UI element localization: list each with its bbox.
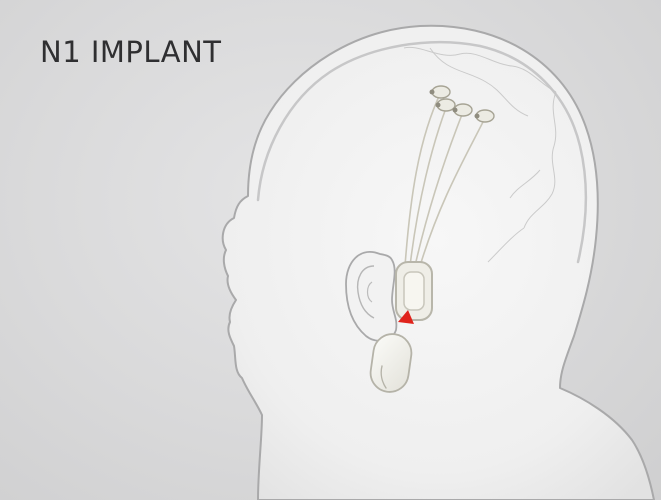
brain-outline: [256, 40, 588, 264]
electrode-threads: [404, 91, 486, 267]
charging-arrow: [398, 310, 414, 324]
brain-fold-lines: [403, 46, 557, 263]
charging-pod: [369, 333, 413, 393]
implant-device: [395, 261, 433, 321]
diagram-title: N1 IMPLANT: [40, 35, 222, 69]
head-silhouette: [221, 24, 655, 500]
electrode-nodes: [429, 85, 495, 123]
ear: [345, 251, 398, 342]
